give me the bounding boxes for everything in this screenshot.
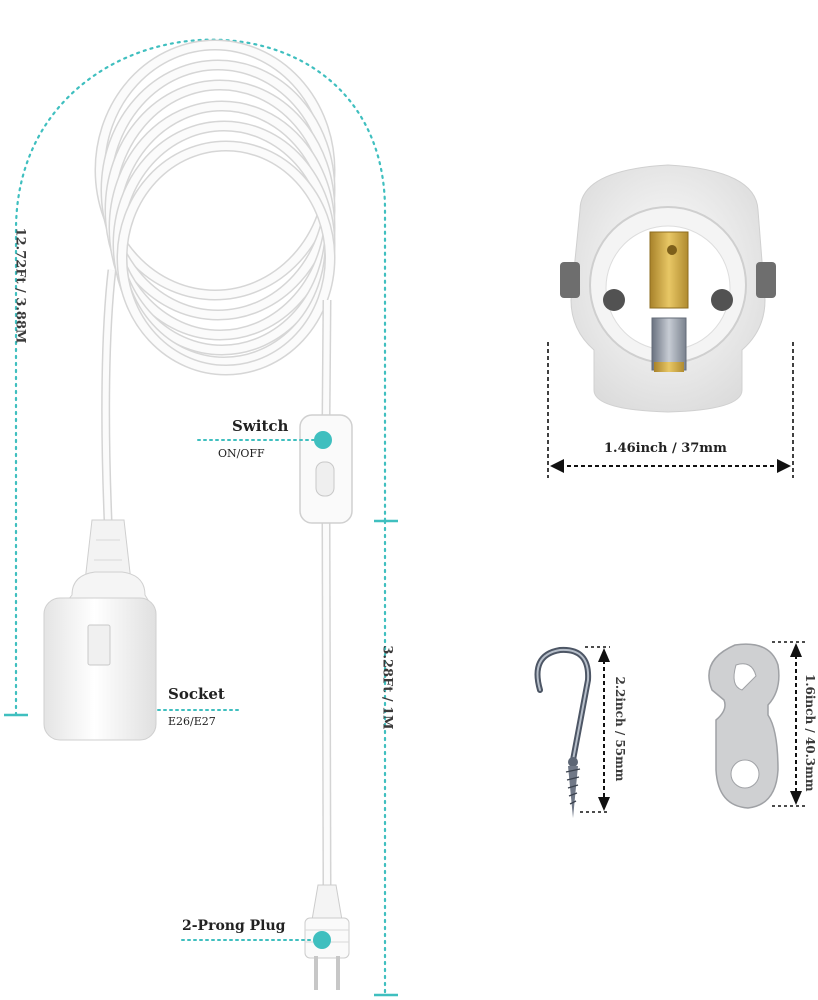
plate-length-dimension xyxy=(772,641,805,807)
plug-label: 2-Prong Plug xyxy=(182,918,286,934)
lamp-socket xyxy=(43,519,157,741)
socket-cable xyxy=(101,269,117,521)
socket-width-label: 1.46inch / 37mm xyxy=(604,441,727,456)
switch-sublabel: ON/OFF xyxy=(218,447,265,460)
switch-dot-icon xyxy=(314,431,332,449)
switch-callout xyxy=(197,431,332,449)
plug-callout xyxy=(181,931,331,949)
socket-face xyxy=(560,164,776,413)
plate-length-label: 1.6inch / 40.3mm xyxy=(803,674,817,792)
inline-switch xyxy=(299,414,353,524)
plug-cable xyxy=(321,299,332,891)
total-length-label: 12.72Ft / 3.88M xyxy=(12,227,28,344)
switch-label: Switch xyxy=(232,417,289,435)
coiled-cable xyxy=(94,39,336,376)
socket-label: Socket xyxy=(168,685,225,703)
total-length-guide xyxy=(4,38,398,997)
hanging-plate-icon xyxy=(708,643,780,809)
plug-dot-icon xyxy=(313,931,331,949)
hook-length-label: 2.2inch / 55mm xyxy=(613,676,627,782)
switch-to-plug-label: 3.28Ft / 1M xyxy=(379,645,395,730)
hook-length-dimension xyxy=(580,646,610,813)
screw-hook-icon xyxy=(534,646,592,818)
socket-sublabel: E26/E27 xyxy=(168,715,216,728)
socket-width-dimension xyxy=(547,342,794,478)
